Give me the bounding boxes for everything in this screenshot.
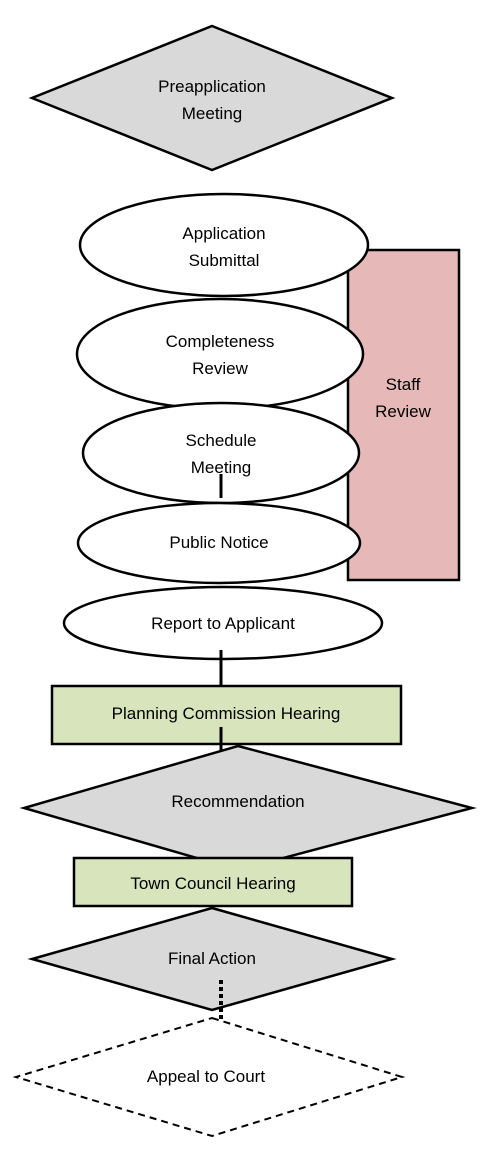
application-label-line1: Application [182, 224, 265, 243]
recommendation-label: Recommendation [171, 792, 304, 811]
appeal-diamond [12, 1016, 406, 1138]
completeness-label-line2: Review [192, 359, 248, 378]
application-label-line2: Submittal [189, 251, 260, 270]
preapplication-label-line2: Meeting [182, 104, 242, 123]
town-council-rect [72, 856, 354, 908]
planning-commission-rect [50, 684, 403, 746]
completeness-review-ellipse [75, 297, 365, 411]
final-action-label: Final Action [168, 949, 256, 968]
town-council-hearing-node: Town Council Hearing [72, 856, 354, 908]
completeness-review-node: Completeness Review [75, 297, 365, 411]
planning-commission-label: Planning Commission Hearing [112, 704, 341, 723]
appeal-label: Appeal to Court [147, 1067, 265, 1086]
staff-review-rect [346, 248, 461, 582]
application-submittal-node: Application Submittal [78, 192, 370, 298]
planning-commission-hearing-node: Planning Commission Hearing [50, 684, 403, 746]
preapplication-meeting-node: Preapplication Meeting [28, 24, 396, 172]
schedule-label-line1: Schedule [186, 431, 257, 450]
completeness-label-line1: Completeness [166, 332, 275, 351]
schedule-label-line2: Meeting [191, 458, 251, 477]
public-notice-ellipse [76, 501, 362, 585]
public-notice-label: Public Notice [169, 533, 268, 552]
schedule-meeting-node: Schedule Meeting [81, 401, 361, 505]
final-action-node: Final Action [27, 906, 397, 1012]
appeal-to-court-node: Appeal to Court [12, 1016, 406, 1138]
staff-review-label-line2: Review [375, 402, 431, 421]
report-to-applicant-node: Report to Applicant [62, 585, 384, 661]
staff-review-label-line1: Staff [386, 375, 421, 394]
recommendation-node: Recommendation [19, 744, 477, 872]
report-to-applicant-ellipse [62, 585, 384, 661]
application-submittal-ellipse [78, 192, 370, 298]
public-notice-node: Public Notice [76, 501, 362, 585]
final-action-diamond [27, 906, 397, 1012]
report-label: Report to Applicant [151, 614, 295, 633]
staff-review-box: Staff Review [346, 248, 461, 582]
preapplication-label-line1: Preapplication [158, 77, 266, 96]
preapplication-diamond [28, 24, 396, 172]
town-council-label: Town Council Hearing [130, 874, 295, 893]
